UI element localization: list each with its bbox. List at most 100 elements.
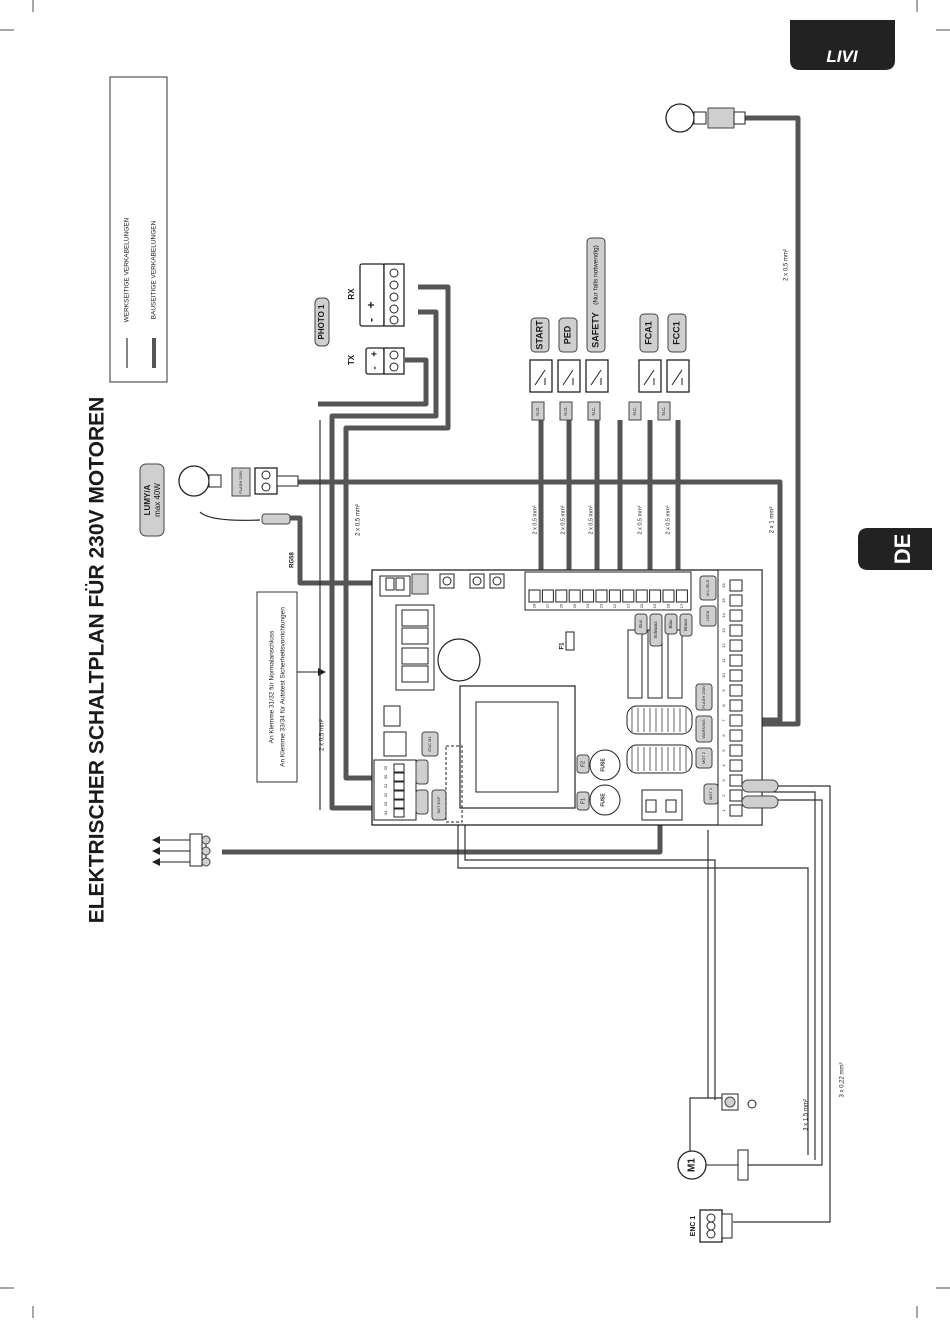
terminal-right bbox=[729, 744, 743, 757]
antenna-label: RG58 bbox=[290, 552, 296, 568]
svg-text:2 x 0,5 mm²: 2 x 0,5 mm² bbox=[637, 505, 643, 534]
terminal-right bbox=[729, 579, 743, 592]
svg-text:SAFETY: SAFETY bbox=[590, 312, 600, 348]
terminal-top-number: 22 bbox=[612, 603, 617, 608]
svg-text:NET EXP: NET EXP bbox=[436, 796, 441, 813]
terminal-right bbox=[729, 669, 743, 682]
terminal-right-number: 16 bbox=[721, 583, 726, 588]
terminal-right-number: 4 bbox=[721, 764, 726, 767]
terminal-right-number: 2 bbox=[721, 794, 726, 797]
encoder-label: ENC 1 bbox=[690, 1216, 697, 1237]
terminal-top bbox=[541, 589, 554, 603]
terminal-left bbox=[393, 781, 405, 791]
language-tab-label: DE bbox=[890, 534, 915, 565]
terminal-top bbox=[568, 589, 581, 603]
terminal-top-number: 23 bbox=[599, 603, 604, 608]
brand-logo: LIVI bbox=[826, 47, 858, 66]
terminal-top bbox=[608, 589, 621, 603]
flash-lamp: LUMY/A max 40W FLASH 230V bbox=[139, 463, 299, 537]
terminal-right-number: 1 bbox=[721, 809, 726, 812]
svg-text:Bus: Bus bbox=[638, 619, 643, 628]
terminal-right bbox=[729, 804, 743, 817]
svg-text:PED: PED bbox=[562, 325, 572, 344]
svg-text:2 x 0,5 mm²: 2 x 0,5 mm² bbox=[560, 505, 566, 534]
antenna: RG58 bbox=[199, 511, 296, 568]
svg-text:FLASH 230V: FLASH 230V bbox=[238, 470, 243, 494]
svg-text:2 x 0,5 mm²: 2 x 0,5 mm² bbox=[665, 505, 671, 534]
ground-icon bbox=[724, 1096, 736, 1108]
svg-text:F2: F2 bbox=[580, 761, 586, 767]
svg-text:FLASH 230V: FLASH 230V bbox=[701, 685, 706, 709]
svg-text:ENC M1: ENC M1 bbox=[427, 736, 432, 752]
svg-text:START: START bbox=[534, 320, 544, 350]
terminal-top-number: 18 bbox=[666, 603, 671, 608]
terminal-top bbox=[582, 589, 595, 603]
terminal-right bbox=[729, 609, 743, 622]
input-safety: SAFETY (Nur falls notwendig) N.C. 2 x 0,… bbox=[585, 237, 609, 535]
terminal-right-number: 6 bbox=[721, 734, 726, 737]
input-devices: START N.O. 2 x 0,5 mm² PED N.O. 2 x 0,5 … bbox=[529, 237, 790, 535]
svg-text:(Nur falls notwendig): (Nur falls notwendig) bbox=[593, 245, 600, 305]
note-line-1: An Klemme 31/32 für Normalanschluss bbox=[269, 630, 276, 743]
photo-cable-label: 2 x 0,5 mm² bbox=[356, 504, 362, 536]
terminal-right bbox=[729, 639, 743, 652]
note-box: An Klemme 31/32 für Normalanschluss An K… bbox=[256, 591, 326, 783]
terminal-right bbox=[729, 594, 743, 607]
terminal-top bbox=[662, 589, 675, 603]
svg-text:FUSE: FUSE bbox=[600, 793, 606, 807]
motor-label: M1 bbox=[687, 1158, 698, 1172]
language-tab: DE bbox=[858, 528, 932, 570]
svg-text:-: - bbox=[364, 318, 378, 322]
mains-plug bbox=[152, 833, 211, 867]
terminal-top-number: 24 bbox=[585, 603, 590, 608]
page-title: ELEKTRISCHER SCHALTPLAN FÜR 230V MOTOREN bbox=[86, 397, 109, 924]
terminal-right-number: 3 bbox=[721, 779, 726, 782]
terminal-left bbox=[393, 790, 405, 800]
terminal-top-number: 28 bbox=[532, 603, 537, 608]
encoder-cable-label: 3 x 0,22 mm² bbox=[840, 1062, 846, 1097]
terminal-top-number: 17 bbox=[679, 603, 684, 608]
terminal-left-number: 29 bbox=[383, 765, 388, 770]
terminal-top-number: 25 bbox=[572, 603, 577, 608]
terminal-left-number: 30 bbox=[383, 774, 388, 779]
photocell-group: PHOTO 1 RX + - TX + - 2 x 0,5 mm² bbox=[314, 263, 405, 536]
input-ped: PED N.O. 2 x 0,5 mm² bbox=[557, 317, 581, 535]
fuse-f2-icon bbox=[589, 749, 621, 781]
terminal-right-number: 10 bbox=[721, 673, 726, 678]
terminal-top bbox=[635, 589, 648, 603]
terminal-right-number: 5 bbox=[721, 749, 726, 752]
terminal-right bbox=[729, 714, 743, 727]
photo-rx-label: RX bbox=[347, 288, 356, 300]
svg-text:FUSE: FUSE bbox=[600, 758, 606, 772]
input-start: START N.O. 2 x 0,5 mm² bbox=[529, 317, 553, 535]
terminal-left bbox=[393, 808, 405, 818]
terminal-right-number: 11 bbox=[721, 658, 726, 663]
input-fca1: FCA1 N.C. 2 x 0,5 mm² bbox=[628, 313, 662, 535]
svg-text:MOT 1: MOT 1 bbox=[708, 787, 713, 800]
terminal-left-number: 32 bbox=[383, 792, 388, 797]
terminal-left-number: 31 bbox=[383, 783, 388, 788]
terminal-top-number: 20 bbox=[639, 603, 644, 608]
svg-text:MOT 2: MOT 2 bbox=[701, 751, 706, 764]
terminal-right bbox=[729, 654, 743, 667]
terminal-left bbox=[393, 772, 405, 782]
terminal-top bbox=[528, 589, 541, 603]
terminal-top bbox=[595, 589, 608, 603]
lamp-cable-label: 2 x 1 mm² bbox=[770, 507, 776, 534]
lamp-name: LUMY/A bbox=[143, 484, 152, 515]
terminal-top bbox=[555, 589, 568, 603]
svg-text:2 x 0,5 mm²: 2 x 0,5 mm² bbox=[532, 505, 538, 534]
terminal-top-number: 19 bbox=[652, 603, 657, 608]
lamp-power: max 40W bbox=[153, 483, 162, 517]
legend-site-label: BAUSEITIGE VERKABELUNGEN bbox=[151, 220, 158, 319]
svg-text:+: + bbox=[370, 351, 381, 357]
svg-text:+: + bbox=[364, 301, 378, 308]
svg-text:WARNING: WARNING bbox=[701, 719, 706, 738]
terminal-right-number: 13 bbox=[721, 628, 726, 633]
board-f1-mark: F1 bbox=[560, 642, 566, 650]
svg-text:N.O.: N.O. bbox=[563, 406, 568, 415]
